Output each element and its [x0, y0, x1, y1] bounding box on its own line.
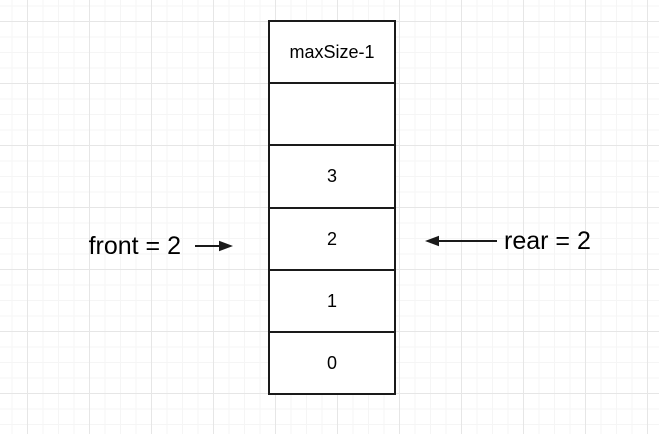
- array-cell-label: 1: [326, 290, 337, 311]
- array-box: maxSize-1 3 2 1 0: [268, 20, 396, 395]
- front-pointer-label: front = 2: [88, 232, 181, 260]
- array-cell-maxsize-1: maxSize-1: [270, 22, 394, 85]
- left-arrow-icon: [425, 235, 497, 247]
- array-cell-1: 1: [270, 271, 394, 333]
- rear-pointer-label: rear = 2: [504, 227, 591, 255]
- array-cell-label: maxSize-1: [289, 42, 375, 63]
- array-cell-label: 0: [326, 352, 337, 373]
- array-cell-label: 2: [326, 228, 337, 249]
- array-cell-2: 2: [270, 209, 394, 271]
- array-cell-3: 3: [270, 146, 394, 209]
- array-cell-label: 3: [326, 166, 337, 187]
- right-arrow-icon: [195, 240, 233, 252]
- array-cell-0: 0: [270, 333, 394, 393]
- array-cell-empty: [270, 84, 394, 147]
